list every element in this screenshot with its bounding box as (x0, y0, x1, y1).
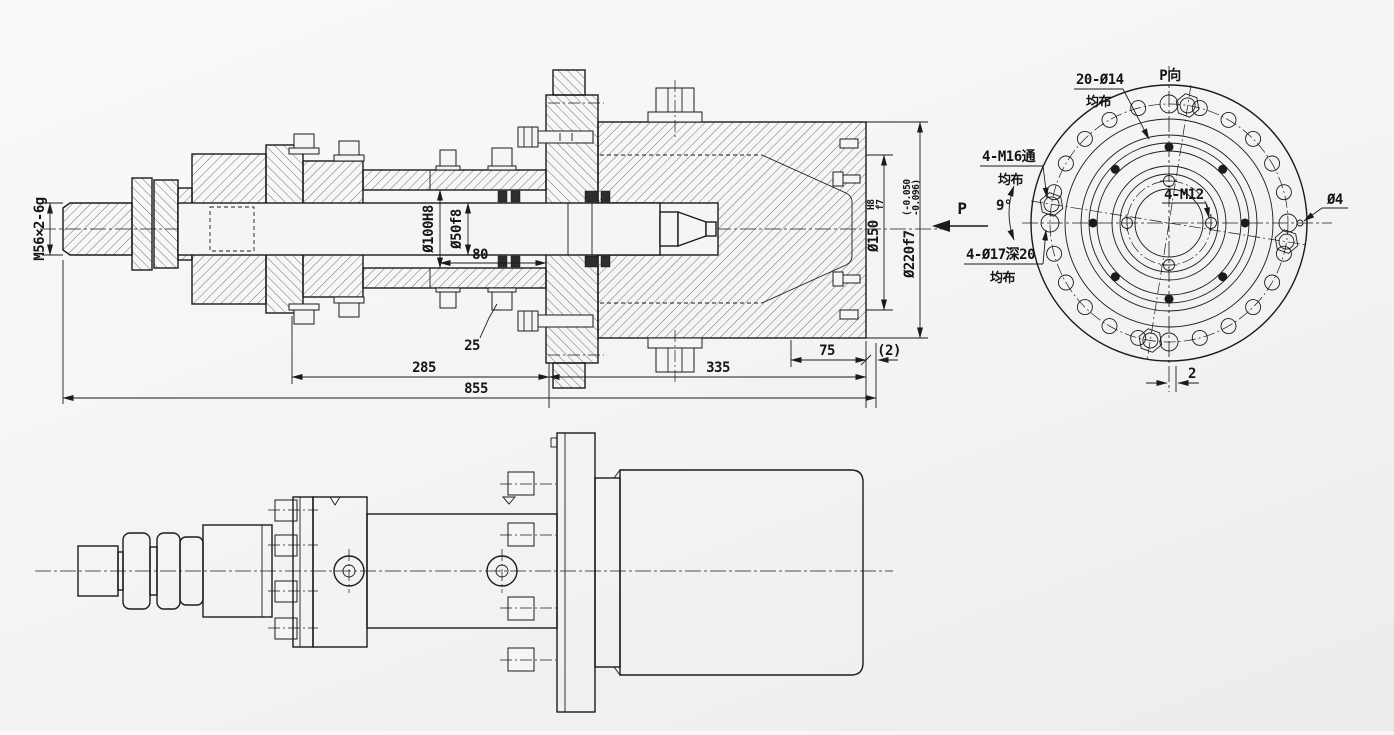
dim-25-text: 25 (464, 338, 480, 354)
side-main-flange (500, 432, 596, 713)
view-direction-arrow: P (932, 199, 988, 232)
dim-75-text: 75 (819, 343, 835, 359)
dim-80: 80 (439, 247, 547, 266)
angle-dim: 9° (996, 198, 1012, 214)
bore-dim: Ø100H8 (421, 205, 437, 254)
dim-bore: Ø100H8 (421, 189, 443, 269)
callout-20xd14: 20-Ø14 均布 (1074, 72, 1150, 140)
dim-285-text: 285 (412, 360, 436, 376)
pin-callout: Ø4 (1326, 192, 1343, 208)
spigot-fit-lower: f7 (875, 200, 886, 210)
dim-9deg: 9° (996, 185, 1015, 241)
holes-4xm12 (1121, 175, 1217, 271)
dim-855: 855 (62, 260, 877, 404)
side-view (35, 432, 893, 713)
rod-dim: Ø50f8 (449, 209, 465, 250)
dim-75: 75 (790, 340, 867, 367)
flange-tol-lower: -0.096) (911, 179, 922, 216)
holes20-callout: 20-Ø14 (1076, 72, 1124, 88)
spigot-dim: Ø150 (866, 220, 882, 253)
callout-4xd17: 4-Ø17深20 均布 (964, 229, 1049, 286)
dim-thread: M56×2-6g (32, 197, 63, 261)
dim-80-text: 80 (472, 247, 488, 263)
callout-pin-d4: Ø4 (1303, 192, 1348, 222)
side-gland-flange (268, 496, 368, 648)
rod-thread-end (62, 202, 133, 256)
gland-bolts (288, 133, 365, 325)
piston-rod (177, 202, 719, 256)
end-view: 20-Ø14 均布 P向 4-M16通 均布 9° 4-Ø17深20 均布 4-… (964, 66, 1348, 392)
cbore-callout: 4-Ø17深20 (966, 246, 1035, 263)
thread-callout: M56×2-6g (32, 197, 48, 261)
dim-rod: Ø50f8 (449, 202, 471, 256)
dim-855-text: 855 (464, 381, 488, 397)
flange-tol-upper: (-0.050 (902, 179, 913, 216)
tube-screws (435, 147, 517, 311)
body-bore-lines (600, 138, 861, 320)
offset-dim: 2 (1188, 366, 1196, 382)
dim-285: 285 (291, 316, 550, 408)
spigot-fit-upper: H8 (866, 199, 877, 210)
pin-hole-d4 (1296, 219, 1304, 227)
dowel-dots (1088, 142, 1250, 304)
dim-25: 25 (464, 303, 498, 354)
holes20-note: 均布 (1086, 94, 1112, 110)
dim-2-ref-text: (2) (877, 343, 901, 359)
dim-flange-od: Ø220f7 (-0.050 -0.096) (866, 121, 928, 339)
callout-4xm16: 4-M16通 均布 (980, 149, 1049, 199)
dim-offset-2: 2 (1146, 366, 1199, 392)
callout-4xm12: 4-M12 (1162, 187, 1210, 219)
side-rod-end (77, 524, 273, 618)
bolt-circle (1049, 103, 1289, 343)
view-arrow-label: P (957, 199, 966, 218)
m12-callout: 4-M12 (1164, 187, 1204, 203)
m16-note: 均布 (998, 172, 1024, 188)
dim-spigot: Ø150 H8 f7 (866, 154, 893, 311)
end-view-title: P向 (1159, 67, 1180, 84)
section-view: M56×2-6g Ø100H8 Ø50f8 80 25 285 335 75 (… (32, 69, 988, 408)
dim-2-ref: (2) (860, 343, 901, 408)
flange-hex-bolts (517, 126, 594, 332)
body-top-bolt (647, 80, 703, 382)
m16-callout: 4-M16通 (982, 149, 1036, 165)
flange-dim: Ø220f7 (902, 230, 918, 279)
side-body (594, 469, 864, 676)
holes-4xm16-hex (1039, 93, 1299, 353)
dim-335-text: 335 (706, 360, 730, 376)
cbore-note: 均布 (990, 270, 1016, 286)
